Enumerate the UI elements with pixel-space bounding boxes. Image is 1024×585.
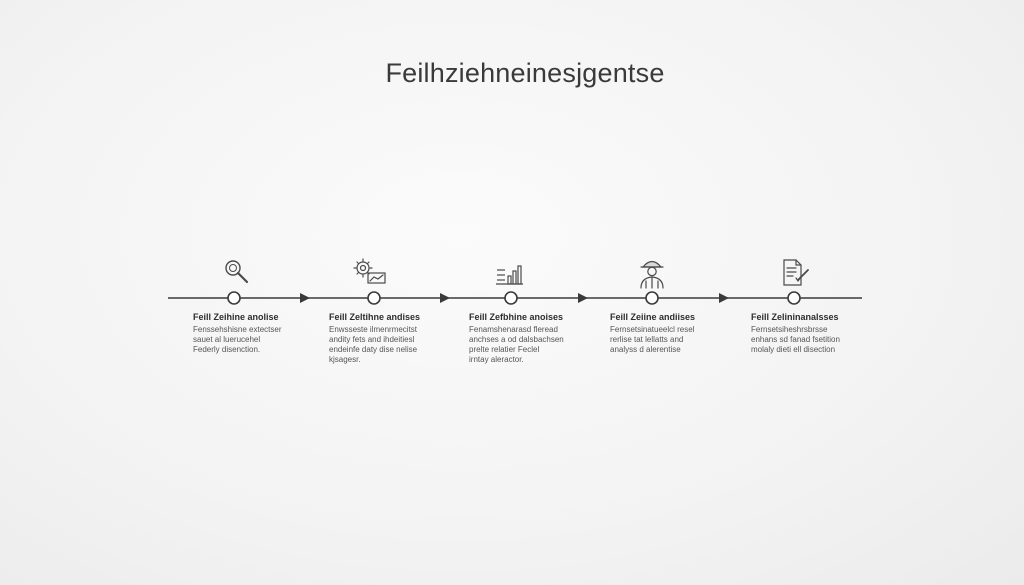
bar-chart-icon xyxy=(496,265,523,285)
step-title: Feill Zefbhine anoises xyxy=(469,312,564,322)
step-desc-line: endeinfe daty dise nelise xyxy=(329,345,418,354)
arrow-icon xyxy=(440,293,450,303)
step-5: Feill Zelininanalsses Fernsetsiheshrsbrs… xyxy=(751,312,891,355)
step-desc-line: anchses a od dalsbachsen xyxy=(469,335,564,344)
step-desc-line: Fernsetsinatueelcl resel xyxy=(610,325,695,334)
timeline-node xyxy=(504,291,518,305)
timeline-node xyxy=(227,291,241,305)
timeline-node xyxy=(787,291,801,305)
step-3: Feill Zefbhine anoises Fenamshenarasd fl… xyxy=(469,312,609,365)
step-description: Fernsetsiheshrsbrsse enhans sd fanad fse… xyxy=(751,325,891,355)
gear-chart-icon xyxy=(353,258,386,284)
step-title: Feill Zeltihne andises xyxy=(329,312,421,322)
step-desc-line: rerlise tat lellatts and xyxy=(610,335,684,344)
worker-icon xyxy=(640,260,664,289)
step-desc-line: Enwsseste ilmenrmecitst xyxy=(329,325,418,334)
timeline-node xyxy=(645,291,659,305)
step-description: Fenamshenarasd fleread anchses a od dals… xyxy=(469,325,609,365)
arrow-icon xyxy=(300,293,310,303)
step-desc-line: prelte relatier Feclel xyxy=(469,345,540,354)
step-desc-line: andity fets and ihdeitiesl xyxy=(329,335,415,344)
step-desc-line: Fenssehshisne extectser xyxy=(193,325,282,334)
step-2: Feill Zeltihne andises Enwsseste ilmenrm… xyxy=(329,312,469,365)
step-description: Enwsseste ilmenrmecitst andity fets and … xyxy=(329,325,469,365)
step-desc-line: enhans sd fanad fsetition xyxy=(751,335,840,344)
step-desc-line: Fenamshenarasd fleread xyxy=(469,325,558,334)
step-desc-line: sauet al luerucehel xyxy=(193,335,261,344)
magnifier-icon xyxy=(225,260,249,284)
step-desc-line: Federly disenction. xyxy=(193,345,261,354)
step-desc-line: analyss d alerentise xyxy=(610,345,681,354)
arrow-icon xyxy=(719,293,729,303)
step-title: Feill Zelininanalsses xyxy=(751,312,839,322)
step-title: Feill Zeiine andiises xyxy=(610,312,696,322)
timeline-node xyxy=(367,291,381,305)
step-description: Fernsetsinatueelcl resel rerlise tat lel… xyxy=(610,325,750,355)
page-title: Feilhziehneinesjgentse xyxy=(385,58,665,88)
step-description: Fenssehshisne extectser sauet al lueruce… xyxy=(193,325,333,355)
document-check-icon xyxy=(783,259,809,286)
step-desc-line: irntay aleractor. xyxy=(469,355,524,364)
step-desc-line: molaly dieti ell disection xyxy=(751,345,836,354)
arrow-icon xyxy=(578,293,588,303)
step-desc-line: Fernsetsiheshrsbrsse xyxy=(751,325,828,334)
step-1: Feill Zeihine anolise Fenssehshisne exte… xyxy=(193,312,333,355)
step-title: Feill Zeihine anolise xyxy=(193,312,279,322)
step-4: Feill Zeiine andiises Fernsetsinatueelcl… xyxy=(610,312,750,355)
step-desc-line: kjsagesr. xyxy=(329,355,361,364)
